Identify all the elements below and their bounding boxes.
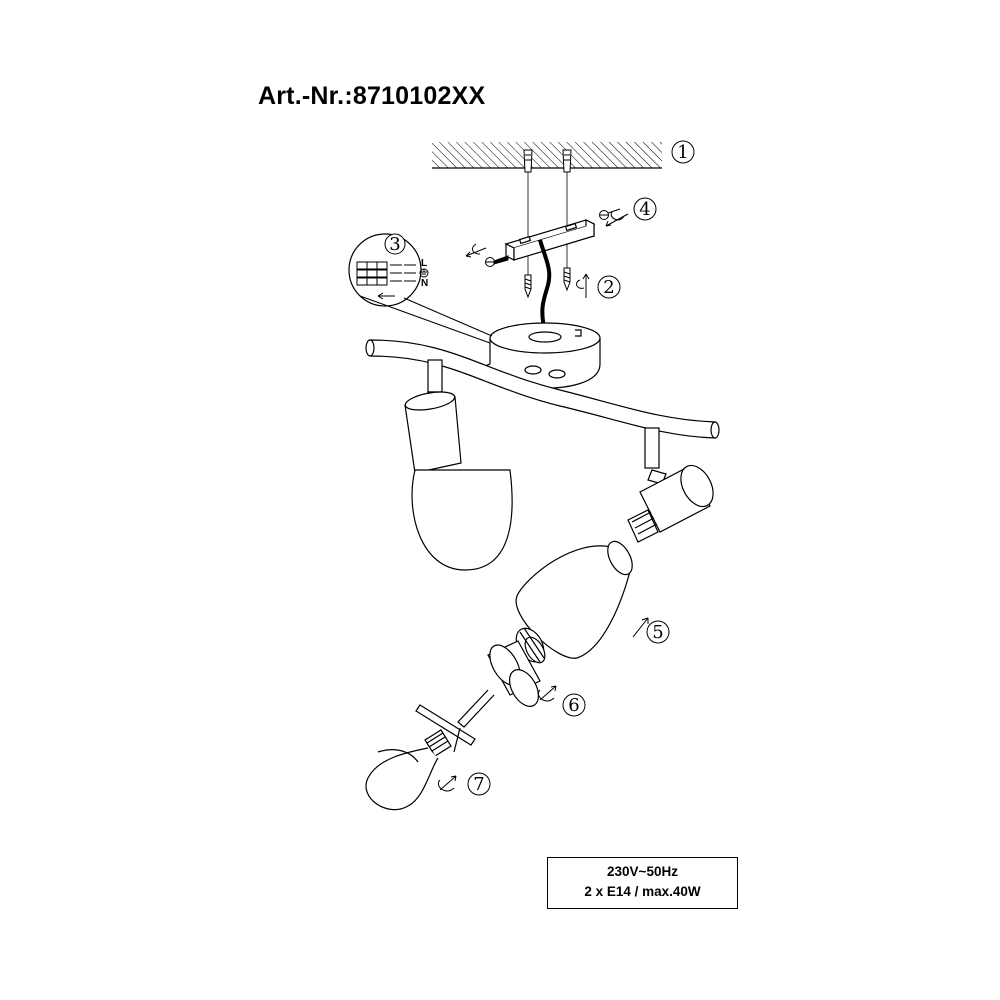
ceiling-canopy (480, 322, 601, 389)
step-label-6: 6 (562, 693, 586, 717)
right-lamp-holder (627, 427, 714, 543)
step-label-7: 7 (467, 772, 491, 796)
rotate-arrow-icon (438, 685, 557, 792)
step-number: 3 (389, 234, 400, 255)
step-number: 1 (677, 142, 688, 163)
step-label-4: 4 (633, 197, 657, 221)
step-number: 2 (603, 277, 614, 298)
wiring-detail: L N (348, 233, 493, 344)
power-cable (538, 239, 552, 328)
step-number: 4 (639, 199, 650, 220)
step-label-1: 1 (671, 140, 695, 164)
wood-screw (524, 267, 571, 299)
step-number: 5 (652, 622, 663, 643)
rotate-arrow-icon (465, 211, 629, 298)
bracket-screw (485, 208, 621, 267)
spec-bulb: 2 x E14 / max.40W (584, 884, 701, 899)
step-number: 7 (473, 774, 484, 795)
step-number: 6 (568, 695, 579, 716)
lamp-socket (415, 640, 541, 753)
live-label: L (421, 258, 427, 269)
electrical-spec-box: 230V~50Hz 2 x E14 / max.40W (547, 857, 738, 909)
assembly-direction-arrow-icon (632, 617, 649, 638)
earth-ground-icon (419, 268, 429, 278)
light-bulb (365, 729, 452, 811)
article-number: Art.-Nr.:8710102XX (258, 82, 486, 110)
curved-bar (365, 339, 720, 439)
step-label-2: 2 (597, 275, 621, 299)
neutral-label: N (421, 278, 428, 289)
mounting-bracket (504, 219, 596, 261)
left-spotlight (404, 359, 513, 571)
wall-plug (523, 149, 572, 173)
ceiling (432, 142, 662, 169)
step-label-3: 3 (384, 233, 406, 255)
step-label-5: 5 (646, 620, 670, 644)
spec-voltage: 230V~50Hz (607, 864, 678, 879)
